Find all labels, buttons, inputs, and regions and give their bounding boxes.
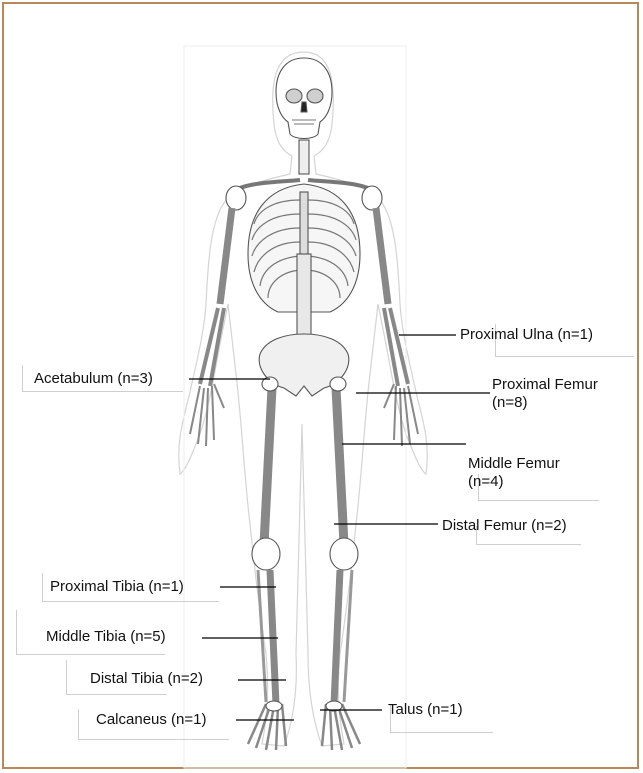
label-proximal-tibia: Proximal Tibia (n=1) bbox=[50, 578, 184, 595]
right-fibula bbox=[344, 570, 352, 702]
right-tibia bbox=[334, 570, 340, 704]
label-middle-tibia: Middle Tibia (n=5) bbox=[46, 628, 166, 645]
sternum bbox=[300, 192, 308, 254]
right-forearm bbox=[384, 308, 408, 386]
label-middle-femur-line1: Middle Femur bbox=[468, 455, 560, 472]
left-eye-socket bbox=[286, 89, 302, 103]
right-knee bbox=[330, 538, 358, 570]
nasal-cavity bbox=[301, 102, 307, 112]
left-femur bbox=[264, 388, 272, 544]
right-humerus bbox=[376, 208, 388, 304]
label-proximal-femur-line2: (n=8) bbox=[492, 394, 527, 411]
skeleton-bones bbox=[190, 58, 418, 750]
left-hand bbox=[190, 384, 224, 446]
right-eye-socket bbox=[307, 89, 323, 103]
label-calcaneus: Calcaneus (n=1) bbox=[96, 711, 206, 728]
left-shoulder bbox=[226, 186, 246, 210]
label-proximal-femur-line1: Proximal Femur bbox=[492, 376, 598, 393]
left-fibula bbox=[258, 570, 266, 702]
label-talus: Talus (n=1) bbox=[388, 701, 463, 718]
label-distal-tibia: Distal Tibia (n=2) bbox=[90, 670, 203, 687]
label-distal-femur: Distal Femur (n=2) bbox=[442, 517, 567, 534]
skull bbox=[276, 58, 332, 139]
label-proximal-ulna: Proximal Ulna (n=1) bbox=[460, 326, 593, 343]
label-acetabulum: Acetabulum (n=3) bbox=[34, 370, 153, 387]
left-humerus bbox=[220, 208, 232, 304]
right-femoral-head bbox=[330, 377, 346, 391]
cervical-spine bbox=[299, 140, 309, 174]
right-shoulder bbox=[362, 186, 382, 210]
left-knee bbox=[252, 538, 280, 570]
left-forearm bbox=[200, 308, 224, 386]
lumbar-spine bbox=[297, 254, 311, 344]
label-middle-femur-line2: (n=4) bbox=[468, 473, 503, 490]
left-tibia bbox=[270, 570, 276, 704]
left-ankle bbox=[266, 701, 282, 711]
image-region bbox=[184, 46, 406, 768]
right-femur bbox=[336, 388, 344, 544]
